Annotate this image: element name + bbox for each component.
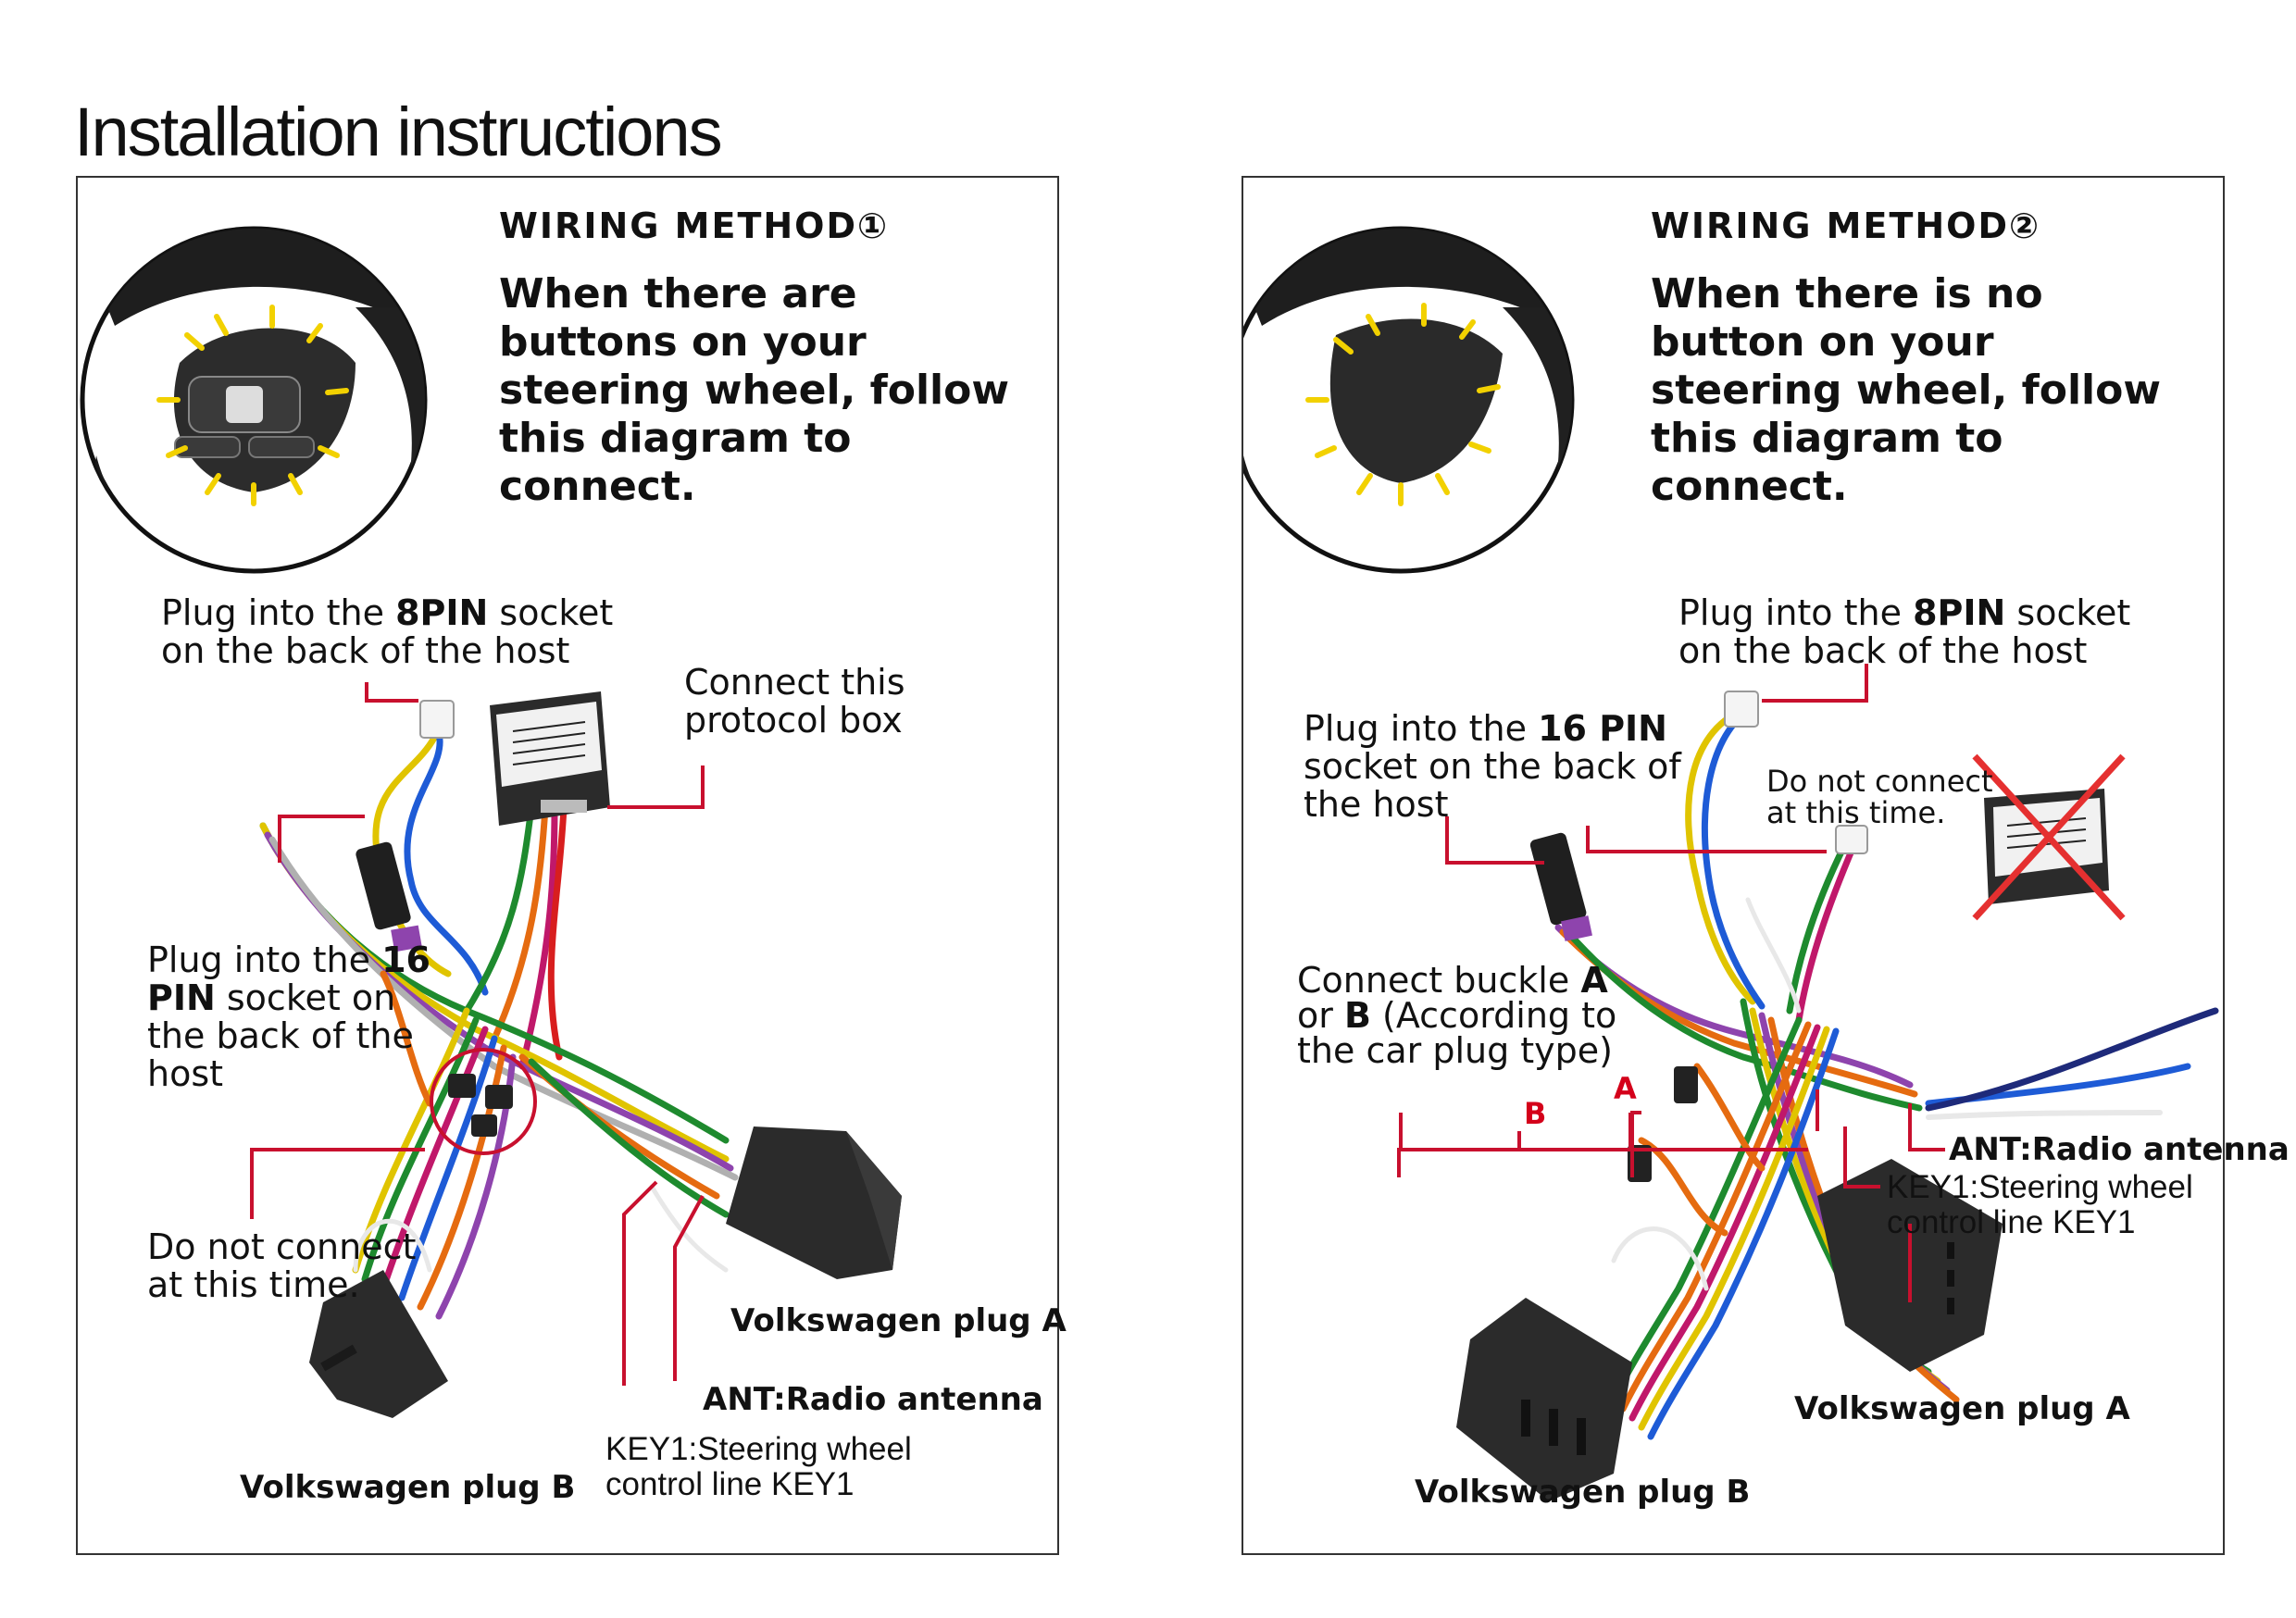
marker-a: A (1614, 1071, 1637, 1106)
key1-label-2: KEY1:Steering wheel control line KEY1 (1887, 1169, 2193, 1240)
8pin-connector (419, 700, 455, 739)
volkswagen-plug-b-2 (1456, 1298, 1632, 1501)
16pin-connector (356, 841, 422, 952)
highlight-rays-2 (1305, 303, 1501, 506)
method-2-heading: WIRING METHOD② (1651, 205, 2041, 246)
method-1-heading: WIRING METHOD① (499, 205, 890, 246)
volkswagen-plug-a (726, 1126, 902, 1279)
steering-wheel-without-buttons-illustration (1243, 226, 1575, 574)
do-not-connect-label: Do not connect at this time. (147, 1226, 417, 1305)
wiring-diagram-2 (1243, 226, 2219, 1501)
plug-a-label-2: Volkswagen plug A (1794, 1390, 2130, 1427)
buckle-connector-a (1674, 1066, 1698, 1103)
wiring-method-1-panel: WIRING METHOD① When there are buttons on… (76, 176, 1067, 1555)
8pin-label: Plug into the 8PIN socket on the back of… (161, 592, 614, 671)
method-2-description: When there is no button on your steering… (1651, 270, 2162, 510)
do-not-connect-label-2: Do not connect at this time. (1766, 764, 1993, 830)
page-title: Installation instructions (74, 93, 723, 170)
16pin-label: Plug into the 16 PIN socket on the back … (147, 940, 430, 1094)
wiring-diagram-1 (80, 226, 902, 1418)
16pin-connector-2 (1529, 832, 1592, 941)
plug-a-label: Volkswagen plug A (730, 1302, 1067, 1339)
protocol-box (490, 691, 610, 826)
method-1-description: When there are buttons on your steering … (499, 270, 1010, 510)
antenna-key1-callouts (1843, 1103, 1945, 1189)
wiring-method-2-panel: WIRING METHOD② When there is no button o… (1242, 176, 2290, 1555)
ant-label: ANT:Radio antenna (703, 1381, 1043, 1418)
marker-b: B (1524, 1096, 1547, 1131)
8pin-connector-2 (1724, 691, 1759, 728)
steering-wheel-with-buttons-illustration (80, 226, 428, 574)
16pin-label-2: Plug into the 16 PIN socket on the back … (1304, 708, 1681, 825)
buckle-callout (1399, 1113, 1632, 1151)
volkswagen-plug-b (309, 1270, 448, 1418)
protocol-box-crossed-out (1972, 753, 2126, 921)
8pin-label-2: Plug into the 8PIN socket on the back of… (1678, 592, 2131, 671)
protocol-box-label: Connect this protocol box (684, 662, 905, 741)
ant-label-2: ANT:Radio antenna (1949, 1131, 2290, 1168)
highlight-rays (156, 305, 349, 506)
unused-8pin-connector (1835, 825, 1868, 854)
unused-connectors (430, 1048, 537, 1155)
plug-b-label-2: Volkswagen plug B (1415, 1474, 1751, 1511)
buckle-label: Connect buckle A or B (According to the … (1297, 960, 1617, 1071)
callout-lines-1 (250, 682, 705, 1386)
key1-label: KEY1:Steering wheel control line KEY1 (605, 1431, 912, 1502)
plug-b-label: Volkswagen plug B (240, 1469, 576, 1506)
